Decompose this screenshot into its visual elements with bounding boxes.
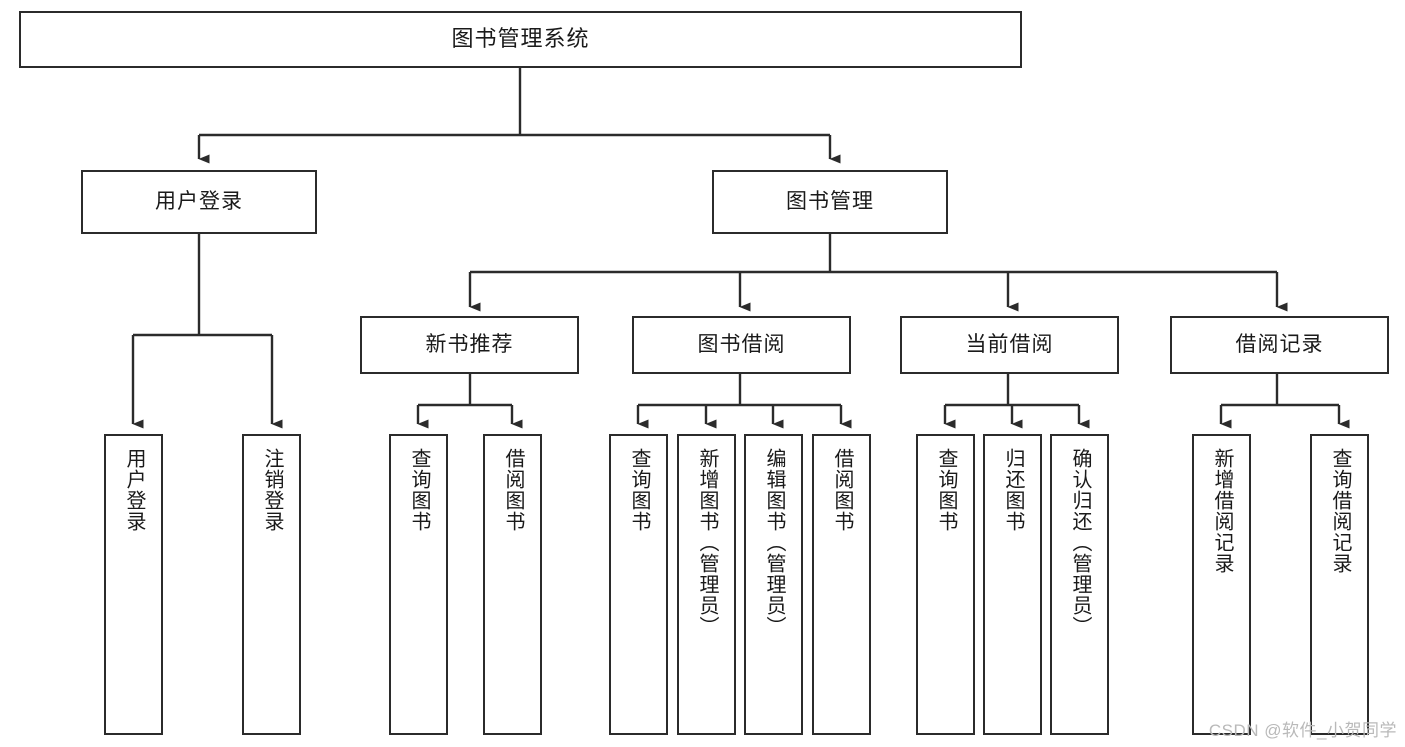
node-current-borrow[interactable]: 当前借阅: [900, 316, 1119, 374]
node-new-book-recommend[interactable]: 新书推荐: [360, 316, 579, 374]
node-label: 用户登录: [155, 190, 243, 214]
node-label: 图书借阅: [697, 333, 786, 357]
leaf-label: 用户登录: [123, 448, 145, 532]
node-label: 图书管理: [786, 190, 874, 214]
leaf-current-borrow-query-book[interactable]: 查询图书: [916, 434, 975, 735]
leaf-current-borrow-return-book[interactable]: 归还图书: [983, 434, 1042, 735]
leaf-borrow-record-query-record[interactable]: 查询借阅记录: [1310, 434, 1369, 735]
leaf-label: 归还图书: [1002, 448, 1024, 532]
leaf-user-login-login[interactable]: 用户登录: [104, 434, 163, 735]
leaf-label: 查询图书: [628, 448, 650, 532]
leaf-label: 借阅图书: [502, 448, 524, 532]
node-label: 图书管理系统: [451, 26, 590, 52]
leaf-label: 查询图书: [935, 448, 957, 532]
leaf-label: 查询图书: [408, 448, 430, 532]
node-user-login[interactable]: 用户登录: [81, 170, 317, 234]
node-label: 当前借阅: [965, 333, 1054, 357]
watermark: CSDN @软件_小贺同学: [1208, 721, 1397, 740]
node-book-management[interactable]: 图书管理: [712, 170, 948, 234]
node-label: 借阅记录: [1235, 333, 1324, 357]
leaf-new-book-borrow-book[interactable]: 借阅图书: [483, 434, 542, 735]
leaf-label: 借阅图书: [831, 448, 853, 532]
leaf-label: 新增图书（管理员）: [696, 448, 718, 637]
node-root-book-management-system[interactable]: 图书管理系统: [19, 11, 1022, 68]
leaf-label: 确认归还（管理员）: [1069, 448, 1091, 637]
leaf-book-borrow-add-book-admin[interactable]: 新增图书（管理员）: [677, 434, 736, 735]
leaf-label: 注销登录: [261, 448, 283, 532]
leaf-user-login-logout[interactable]: 注销登录: [242, 434, 301, 735]
leaf-book-borrow-query-book[interactable]: 查询图书: [609, 434, 668, 735]
leaf-new-book-query-book[interactable]: 查询图书: [389, 434, 448, 735]
leaf-label: 新增借阅记录: [1211, 448, 1233, 574]
leaf-label: 查询借阅记录: [1329, 448, 1351, 574]
leaf-book-borrow-edit-book-admin[interactable]: 编辑图书（管理员）: [744, 434, 803, 735]
leaf-current-borrow-confirm-return-admin[interactable]: 确认归还（管理员）: [1050, 434, 1109, 735]
leaf-book-borrow-borrow-book[interactable]: 借阅图书: [812, 434, 871, 735]
leaf-label: 编辑图书（管理员）: [763, 448, 785, 637]
node-label: 新书推荐: [425, 333, 514, 357]
leaf-borrow-record-add-record[interactable]: 新增借阅记录: [1192, 434, 1251, 735]
node-borrow-record[interactable]: 借阅记录: [1170, 316, 1389, 374]
node-book-borrow[interactable]: 图书借阅: [632, 316, 851, 374]
